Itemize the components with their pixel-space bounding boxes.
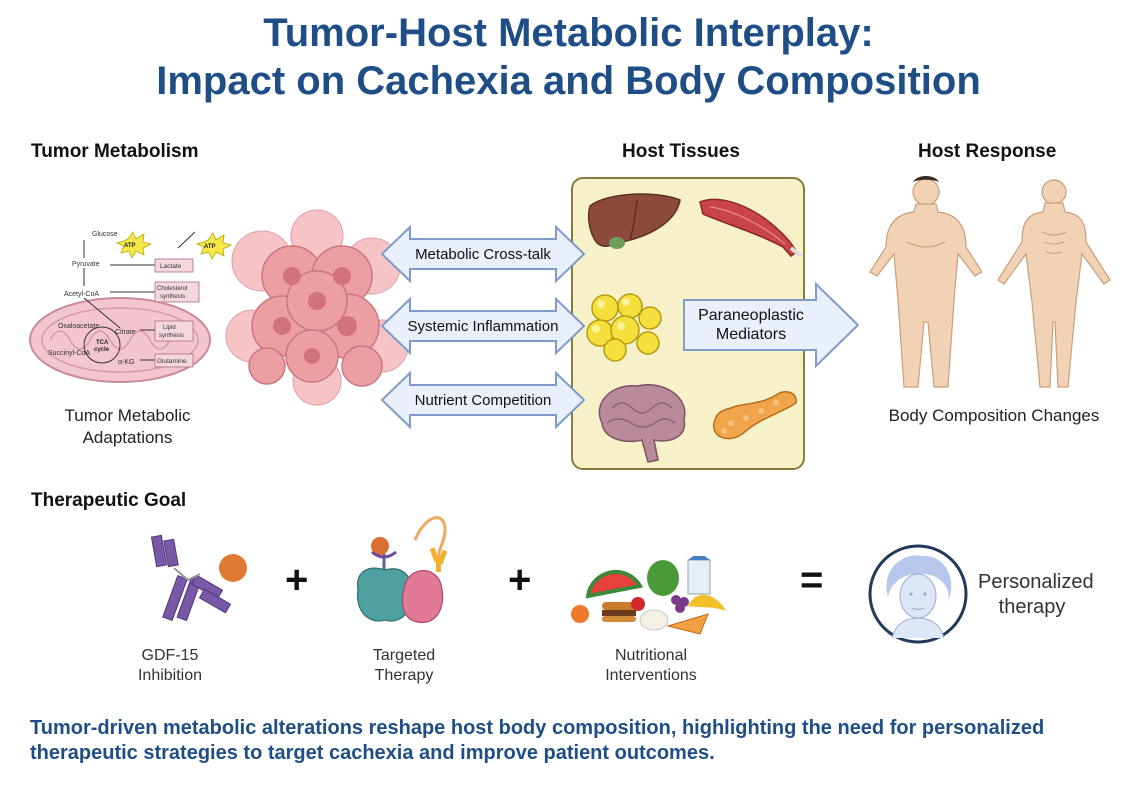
section-tumor-metabolism: Tumor Metabolism: [31, 141, 199, 162]
page-title-line2: Impact on Cachexia and Body Composition: [156, 59, 981, 103]
pathway-tca-2: cycle: [94, 347, 110, 353]
food-icon: [571, 556, 726, 635]
plus-operator-1: +: [285, 558, 309, 602]
tumor-caption: Tumor Metabolic Adaptations: [64, 406, 191, 447]
section-host-tissues: Host Tissues: [622, 141, 740, 162]
antibody-icon: [150, 534, 247, 622]
tumor-cluster-icon: [225, 209, 409, 406]
pathway-oxaloacetate: Oxaloacetate: [58, 323, 99, 330]
arrow-label-inflammation: Systemic Inflammation: [407, 318, 559, 335]
pathway-cholesterol-1: Cholesterol: [157, 286, 187, 292]
section-host-response: Host Response: [918, 141, 1057, 162]
pathway-atp-1: ATP: [124, 243, 136, 249]
pathway-lactate: Lactate: [160, 263, 182, 270]
pancreas-icon: [713, 391, 797, 440]
pathway-akg: α-KG: [118, 359, 135, 366]
pathway-pyruvate: Pyruvate: [72, 261, 100, 268]
pathway-lipid-2: synthesis: [159, 333, 184, 339]
plus-operator-2: +: [508, 558, 532, 602]
pathway-cholesterol-2: synthesis: [160, 294, 185, 300]
arrow-paraneoplastic-mediators: [683, 282, 860, 368]
person-portrait-icon: [868, 544, 968, 644]
pathway-tca-1: TCA: [96, 340, 109, 346]
arrow-label-crosstalk: Metabolic Cross-talk: [415, 246, 551, 263]
pathway-atp-2: ATP: [204, 244, 216, 250]
personalized-therapy-label: Personalized therapy: [978, 571, 1094, 618]
pathway-acetyl-coa: Acetyl-CoA: [64, 291, 99, 298]
gdf15-caption: GDF-15 Inhibition: [137, 647, 203, 684]
mitochondria-icon: Glucose ATP ATP Pyruvate Lactate Acetyl-…: [29, 231, 233, 383]
pathway-succinyl-coa: Succinyl-CoA: [48, 350, 90, 357]
arrow-metabolic-crosstalk: [380, 225, 586, 284]
page-title-line1: Tumor-Host Metabolic Interplay:: [263, 11, 874, 55]
pathway-lipid-1: Lipid: [163, 325, 176, 331]
pathway-citrate: Citrate: [115, 329, 136, 336]
pathway-glutamine: Glutamine: [157, 358, 187, 365]
human-body-icon: [869, 176, 1111, 388]
double-arrows: [380, 225, 586, 430]
pathway-glucose: Glucose: [92, 231, 118, 238]
arrow-nutrient-competition: [380, 370, 586, 430]
section-therapeutic-goal: Therapeutic Goal: [31, 490, 187, 511]
fat-cells-icon: [586, 293, 662, 362]
mediators-label: Paraneoplastic Mediators: [698, 307, 804, 343]
targeted-therapy-caption: Targeted Therapy: [372, 647, 436, 684]
equals-operator: =: [800, 558, 824, 602]
conclusion-text: Tumor-driven metabolic alterations resha…: [30, 717, 1045, 764]
liver-icon: [587, 193, 681, 249]
receptor-icon: [357, 516, 448, 623]
nutritional-caption: Nutritional Interventions: [605, 647, 697, 684]
arrow-label-nutrient: Nutrient Competition: [414, 392, 552, 409]
body-composition-caption: Body Composition Changes: [888, 406, 1100, 425]
brain-icon: [598, 384, 686, 463]
arrow-systemic-inflammation: [380, 296, 586, 356]
muscle-icon: [699, 198, 803, 258]
